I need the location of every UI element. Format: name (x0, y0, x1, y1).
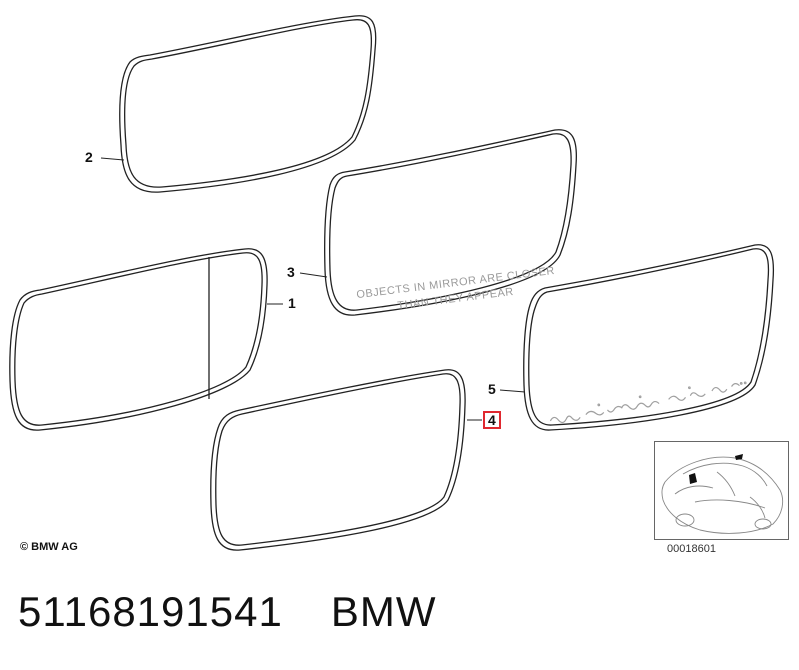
vehicle-locator-thumbnail (654, 441, 789, 540)
callout-3[interactable]: 3 (287, 264, 295, 280)
mirror-glass-3[interactable] (324, 129, 578, 316)
brand-name: BMW (330, 588, 437, 635)
diagram-number: 00018601 (667, 543, 716, 555)
mirror-5-engraved-script (549, 381, 747, 424)
callout-2[interactable]: 2 (85, 149, 93, 165)
car-outline-icon (661, 454, 784, 534)
part-number: 51168191541 (18, 588, 283, 635)
mirror-glass-2[interactable] (119, 15, 377, 193)
parts-diagram: OBJECTS IN MIRROR ARE CLOSER THAN THEY A… (9, 15, 775, 551)
mirror-glass-1[interactable] (9, 248, 268, 431)
part-info: 51168191541 BMW (18, 588, 436, 636)
callout-4-highlighted[interactable]: 4 (483, 411, 501, 429)
callout-5[interactable]: 5 (488, 381, 496, 397)
copyright-label: © BMW AG (20, 541, 78, 553)
callout-1[interactable]: 1 (288, 295, 296, 311)
leader-lines (100, 157, 526, 421)
mirror-glass-4[interactable] (210, 369, 466, 551)
mirror-glass-5[interactable] (523, 244, 775, 431)
